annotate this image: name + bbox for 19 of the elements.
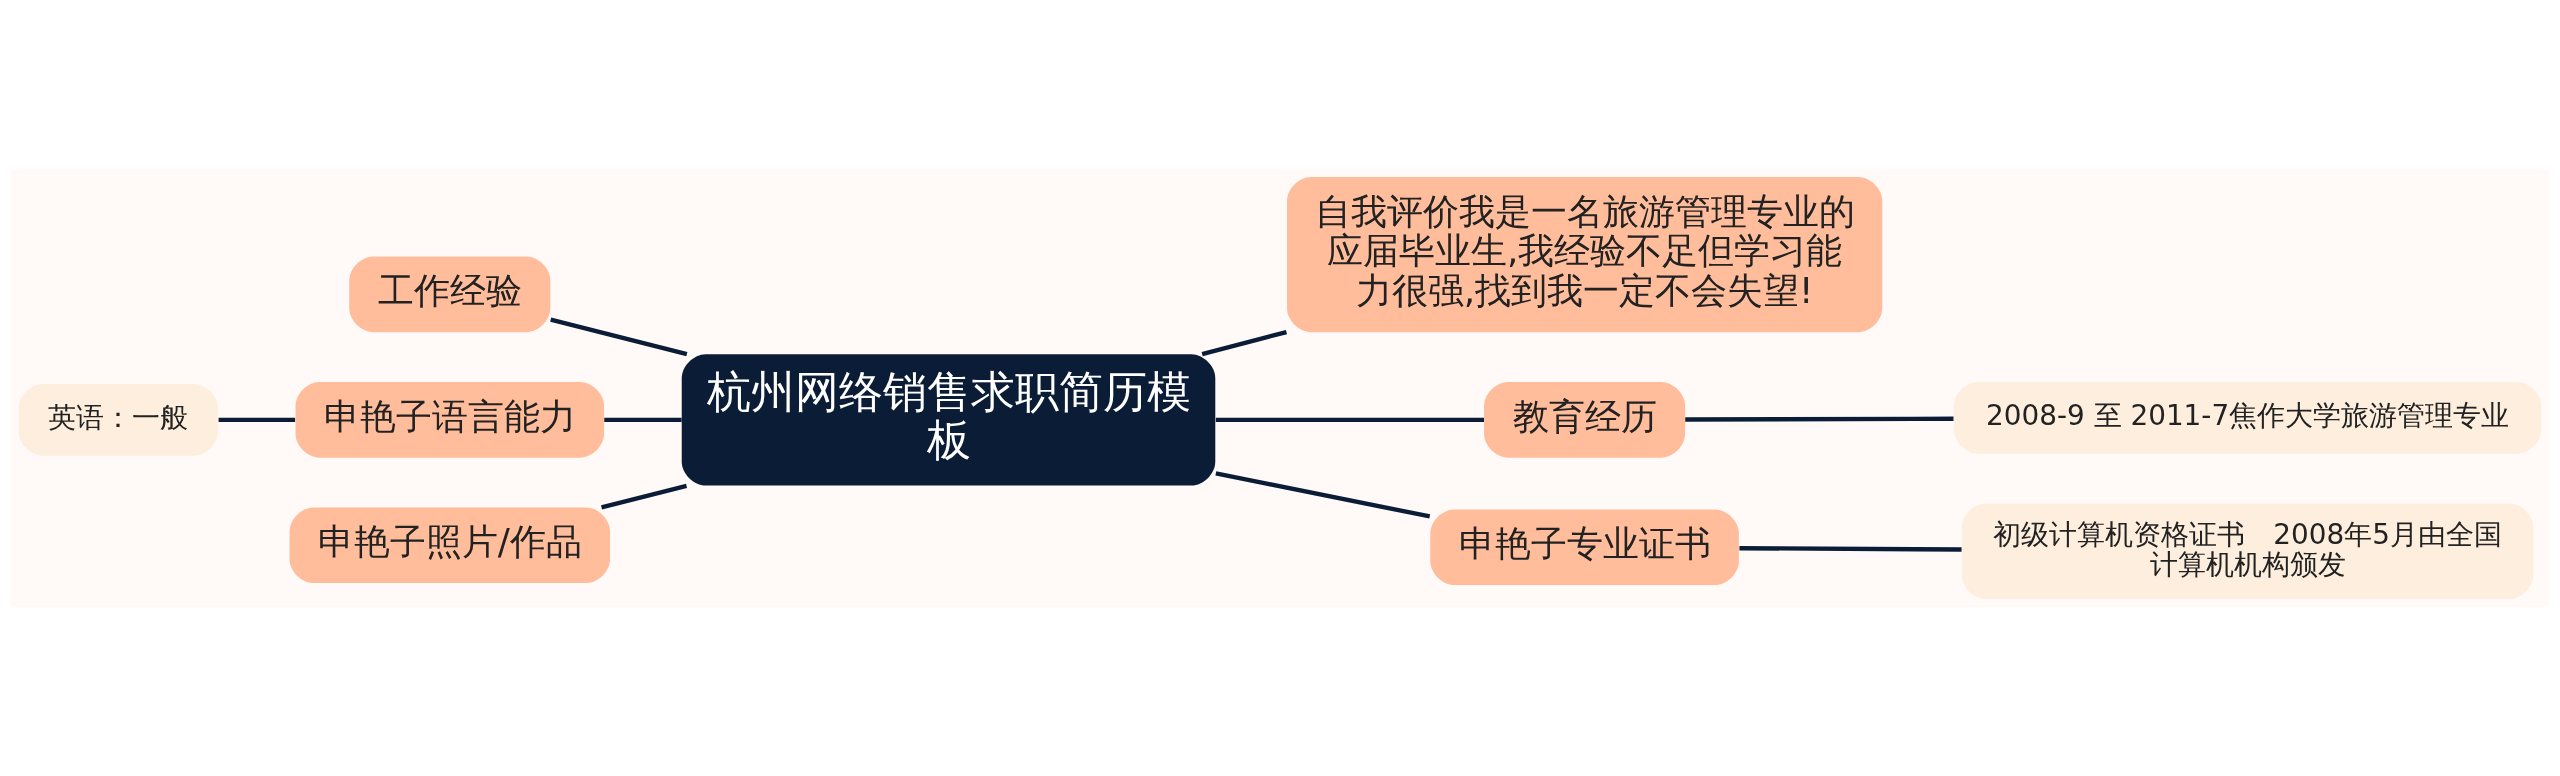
node-box: 申艳子语言能力: [295, 382, 605, 458]
node-box: 自我评价我是一名旅游管理专业的应届毕业生,我经验不足但学习能力很强,找到我一定不会失望!: [1286, 176, 1883, 333]
node-box: 初级计算机资格证书 2008年5月由全国计算机机构颁发: [1961, 503, 2534, 600]
connector: [1201, 329, 1288, 357]
connector: [550, 317, 688, 357]
connector: [601, 483, 688, 510]
connector: [1215, 471, 1431, 519]
connector: [1739, 546, 1962, 552]
connector: [218, 417, 296, 423]
node-box: 申艳子照片/作品: [289, 507, 611, 584]
node-box: 申艳子专业证书: [1430, 509, 1739, 586]
node-box: 工作经验: [349, 256, 551, 333]
node-box: 杭州网络销售求职简历模板: [681, 354, 1216, 486]
node-box: 2008-9 至 2011-7焦作大学旅游管理专业: [1953, 382, 2542, 454]
connector: [1215, 417, 1484, 423]
connector: [604, 417, 682, 423]
node-box: 英语：一般: [18, 384, 218, 456]
node-box: 教育经历: [1484, 382, 1686, 458]
connector: [1685, 416, 1954, 422]
